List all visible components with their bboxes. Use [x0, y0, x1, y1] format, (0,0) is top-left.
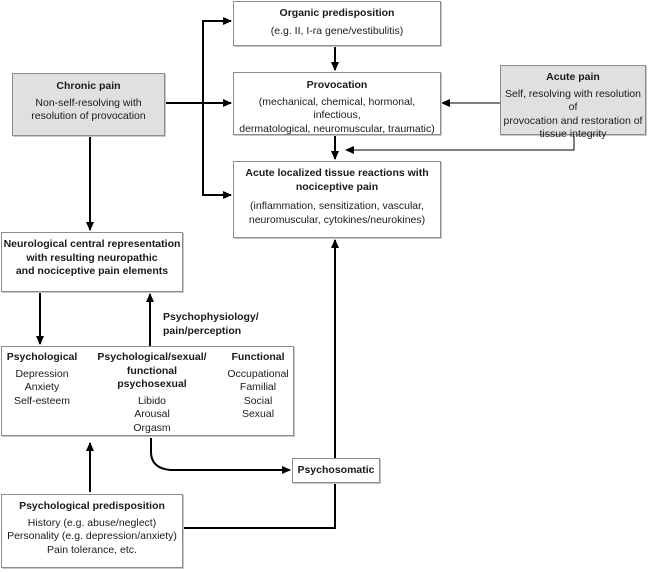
- arrow-chronic-to-organic: [165, 17, 232, 104]
- arrow-predisposition-to-acute-reactions: [184, 239, 339, 529]
- psychological-predisposition-text: History (e.g. abuse/neglect) Personality…: [7, 516, 177, 556]
- chronic-pain-text: Non-self-resolving with resolution of pr…: [31, 96, 146, 123]
- psychological-block-box: Psychological Depression Anxiety Self-es…: [1, 346, 294, 436]
- psychosexual-items: Libido Arousal Orgasm: [133, 394, 171, 434]
- chronic-pain-box: Chronic pain Non-self-resolving with res…: [12, 73, 165, 136]
- acute-reactions-box: Acute localized tissue reactions with no…: [233, 161, 441, 238]
- functional-column: Functional Occupational Familial Social …: [224, 351, 292, 422]
- psychological-predisposition-title: Psychological predisposition: [19, 500, 165, 512]
- psychological-predisposition-box: Psychological predisposition History (e.…: [1, 494, 183, 568]
- psychosexual-column: Psychological/sexual/ functional psychos…: [96, 351, 208, 435]
- acute-reactions-title: Acute localized tissue reactions with no…: [245, 167, 429, 193]
- neurological-representation-box: Neurological central representation with…: [1, 232, 183, 292]
- functional-title: Functional: [231, 351, 285, 363]
- psychophysiology-label: Psychophysiology/ pain/perception: [163, 311, 259, 337]
- provocation-text: (mechanical, chemical, hormonal, infecti…: [239, 95, 435, 135]
- acute-pain-text: Self, resolving with resolution of provo…: [503, 87, 643, 141]
- neurological-representation-title: Neurological central representation with…: [3, 238, 181, 277]
- functional-items: Occupational Familial Social Sexual: [227, 367, 289, 421]
- arrow-psych-to-psychosomatic: [150, 438, 291, 474]
- provocation-title: Provocation: [306, 79, 368, 91]
- psychological-title: Psychological: [6, 351, 78, 363]
- arrow-acutepain-to-acute-reactions: [345, 136, 575, 154]
- chronic-pain-title: Chronic pain: [56, 80, 121, 92]
- psychological-items: Depression Anxiety Self-esteem: [13, 367, 71, 407]
- provocation-box: Provocation (mechanical, chemical, hormo…: [233, 72, 441, 135]
- organic-predisposition-box: Organic predisposition (e.g. II, I-ra ge…: [233, 1, 441, 46]
- psychosexual-title: Psychological/sexual/ functional psychos…: [97, 351, 207, 390]
- acute-pain-box: Acute pain Self, resolving with resoluti…: [500, 65, 646, 140]
- organic-predisposition-title: Organic predisposition: [279, 7, 395, 19]
- psychosomatic-title: Psychosomatic: [297, 464, 375, 476]
- arrow-chronic-to-acute-reactions: [202, 103, 232, 199]
- psychological-column: Psychological Depression Anxiety Self-es…: [6, 351, 78, 408]
- organic-predisposition-text: (e.g. II, I-ra gene/vestibulitis): [270, 24, 404, 37]
- psychosomatic-box: Psychosomatic: [292, 458, 380, 483]
- acute-reactions-text: (inflammation, sensitization, vascular, …: [248, 200, 426, 226]
- acute-pain-title: Acute pain: [546, 71, 600, 83]
